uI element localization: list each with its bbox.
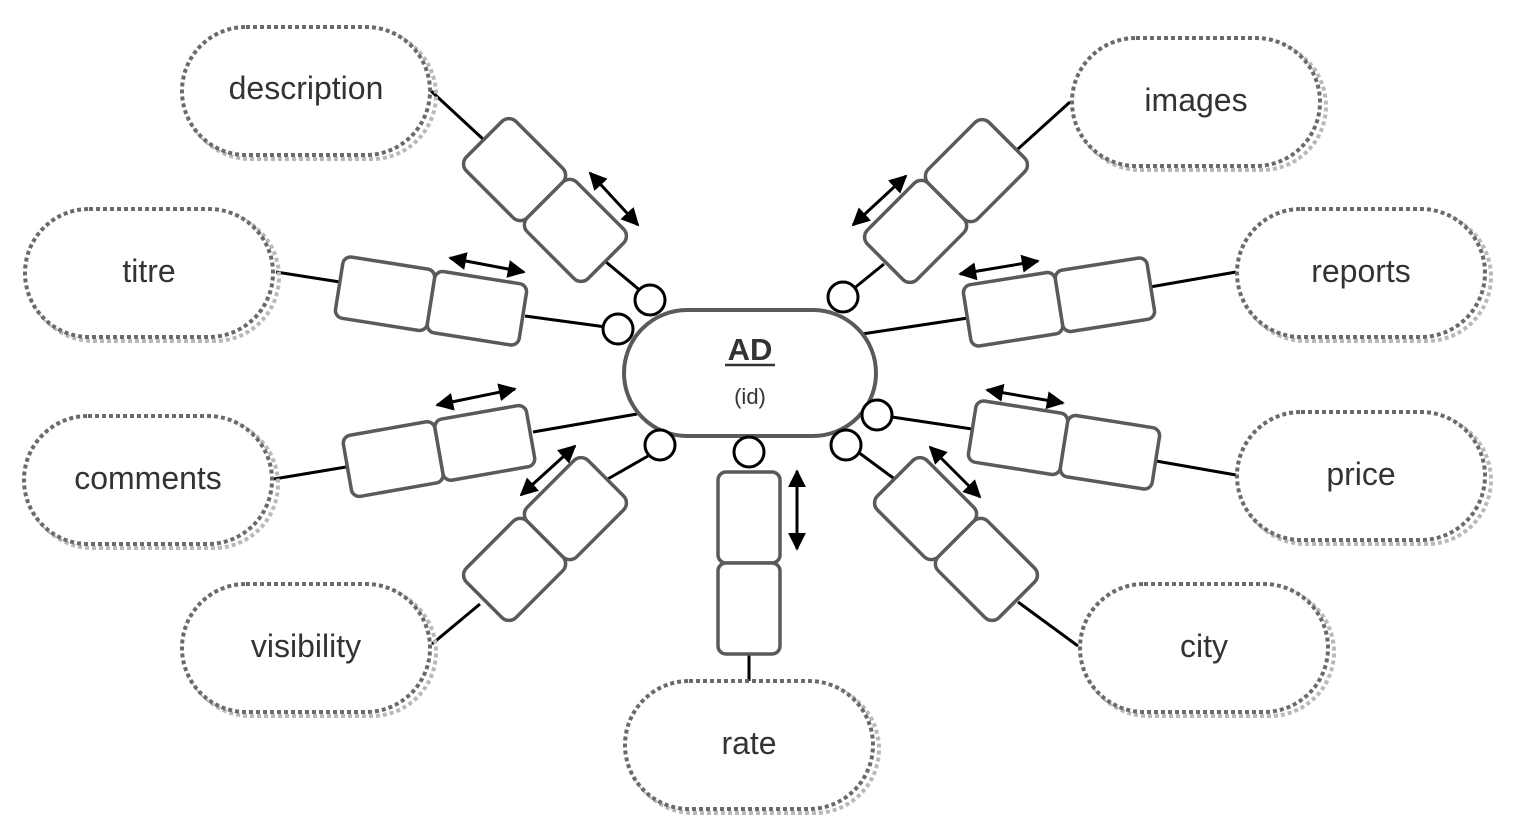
connector-box-outer bbox=[1058, 413, 1162, 491]
link-comments-outer bbox=[273, 465, 347, 481]
link-price-inner bbox=[891, 415, 973, 431]
link-city-outer bbox=[1017, 600, 1079, 648]
connection-point-price bbox=[860, 398, 894, 432]
connector-box-inner bbox=[433, 403, 537, 483]
connector-box-outer bbox=[1053, 256, 1157, 334]
connector-reports bbox=[961, 256, 1157, 348]
entity-name: AD bbox=[728, 332, 773, 367]
link-reports-outer bbox=[1149, 270, 1237, 289]
attribute-comments: comments bbox=[22, 414, 280, 550]
attribute-label-price: price bbox=[1326, 456, 1395, 492]
link-visibility-outer bbox=[431, 602, 481, 646]
attribute-titre: titre bbox=[23, 207, 281, 343]
attribute-label-comments: comments bbox=[74, 460, 222, 496]
attribute-label-visibility: visibility bbox=[251, 628, 361, 664]
attribute-visibility: visibility bbox=[180, 582, 438, 718]
arrows bbox=[435, 171, 1065, 551]
link-comments-inner bbox=[532, 412, 638, 434]
connection-point-titre bbox=[601, 312, 635, 346]
connection-point-description bbox=[633, 283, 667, 317]
connector-images bbox=[862, 117, 1030, 285]
attribute-label-description: description bbox=[229, 70, 384, 106]
attribute-label-images: images bbox=[1144, 82, 1247, 118]
attribute-rate: rate bbox=[623, 679, 881, 815]
double-arrow-icon bbox=[519, 444, 577, 497]
connection-point-images bbox=[826, 280, 860, 314]
attribute-label-city: city bbox=[1180, 628, 1228, 664]
connection-point-visibility bbox=[643, 428, 677, 462]
connector-box-inner bbox=[966, 399, 1070, 477]
connector-city bbox=[872, 455, 1040, 623]
double-arrow-icon bbox=[588, 171, 640, 227]
double-arrow-icon bbox=[985, 383, 1065, 410]
link-lines bbox=[273, 88, 1237, 683]
connection-point-rate bbox=[732, 435, 766, 469]
connection-point-city bbox=[829, 428, 863, 462]
entity-key: (id) bbox=[734, 384, 766, 409]
double-arrow-icon bbox=[851, 174, 908, 227]
connector-price bbox=[966, 399, 1162, 491]
double-arrow-icon bbox=[435, 383, 517, 411]
link-description-outer bbox=[428, 88, 486, 142]
link-description-inner bbox=[605, 260, 643, 294]
attribute-price: price bbox=[1235, 410, 1493, 546]
double-arrow-icon bbox=[958, 254, 1040, 281]
link-titre-outer bbox=[275, 270, 341, 284]
attribute-city: city bbox=[1078, 582, 1336, 718]
link-images-outer bbox=[1006, 100, 1072, 160]
connector-description bbox=[461, 116, 629, 284]
connector-box-outer bbox=[933, 516, 1040, 623]
double-arrow-icon bbox=[448, 252, 526, 278]
connector-box-outer bbox=[341, 419, 445, 499]
connector-box-outer bbox=[923, 117, 1030, 224]
attribute-label-reports: reports bbox=[1311, 253, 1411, 289]
connector-box-outer bbox=[333, 255, 437, 333]
link-city-inner bbox=[857, 450, 897, 482]
attribute-description: description bbox=[180, 25, 438, 161]
connector-visibility bbox=[461, 455, 629, 623]
connector-comments bbox=[341, 403, 537, 499]
attribute-reports: reports bbox=[1235, 207, 1493, 343]
link-titre-inner bbox=[524, 314, 607, 329]
connector-titre bbox=[333, 255, 529, 347]
connector-box-inner bbox=[425, 269, 529, 347]
connector-box-inner bbox=[961, 270, 1065, 348]
connection-points bbox=[601, 280, 894, 469]
entity-ad: AD (id) bbox=[622, 308, 878, 438]
attribute-label-titre: titre bbox=[122, 253, 175, 289]
attribute-images: images bbox=[1070, 36, 1328, 172]
attribute-label-rate: rate bbox=[721, 725, 776, 761]
connector-box-outer bbox=[716, 561, 782, 656]
double-arrow-icon bbox=[928, 445, 982, 499]
link-images-inner bbox=[851, 262, 885, 292]
link-visibility-inner bbox=[605, 454, 649, 482]
link-price-outer bbox=[1155, 459, 1237, 477]
connector-rate bbox=[716, 470, 782, 656]
link-reports-inner bbox=[861, 316, 969, 336]
connector-box-inner bbox=[716, 470, 782, 565]
